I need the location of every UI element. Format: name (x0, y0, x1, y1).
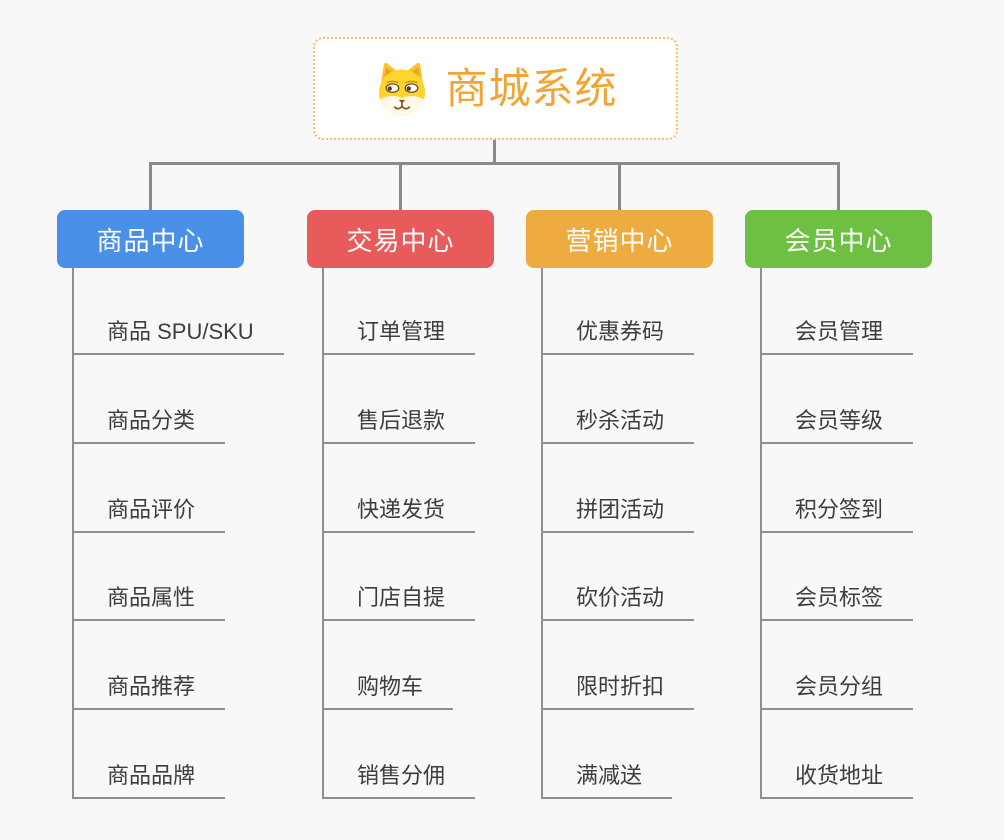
subtopic-node[interactable]: 售后退款 (322, 406, 476, 444)
subtopic-node[interactable]: 会员等级 (760, 406, 914, 444)
subtopic-node[interactable]: 积分签到 (760, 495, 914, 533)
subtopic-node[interactable]: 砍价活动 (541, 583, 695, 622)
root-topic-label: 商城系统 (445, 64, 618, 112)
subtopic-node[interactable]: 会员分组 (760, 672, 914, 711)
branch-trunk-line (541, 268, 543, 799)
subtopic-node[interactable]: 商品评价 (72, 495, 226, 533)
subtopic-node[interactable]: 满减送 (541, 761, 673, 799)
subtopic-node[interactable]: 商品属性 (72, 583, 226, 622)
subtopic-node[interactable]: 优惠券码 (541, 317, 695, 355)
subtopic-node[interactable]: 商品分类 (72, 406, 226, 444)
subtopic-node[interactable]: 商品推荐 (72, 672, 226, 711)
subtopic-node[interactable]: 会员管理 (760, 317, 914, 355)
subtopic-node[interactable]: 限时折扣 (541, 672, 695, 711)
branch-trunk-line (322, 268, 324, 799)
subtopic-node[interactable]: 商品 SPU/SKU (72, 317, 284, 355)
subtopic-node[interactable]: 拼团活动 (541, 495, 695, 533)
branch-topic-trade-center[interactable]: 交易中心 (307, 210, 494, 268)
root-topic[interactable]: 商城系统 (313, 37, 678, 140)
subtopic-node[interactable]: 购物车 (322, 672, 454, 711)
branch-trunk-line (72, 268, 74, 799)
subtopic-node[interactable]: 会员标签 (760, 583, 914, 622)
subtopic-node[interactable]: 销售分佣 (322, 761, 476, 799)
subtopic-node[interactable]: 订单管理 (322, 317, 476, 355)
subtopic-node[interactable]: 秒杀活动 (541, 406, 695, 444)
branch-topic-member-center[interactable]: 会员中心 (745, 210, 932, 268)
subtopic-node[interactable]: 门店自提 (322, 583, 476, 622)
branch-topic-product-center[interactable]: 商品中心 (57, 210, 244, 268)
shiba-dog-icon (379, 62, 426, 116)
subtopic-node[interactable]: 快递发货 (322, 495, 476, 533)
branch-trunk-line (760, 268, 762, 799)
subtopic-node[interactable]: 收货地址 (760, 761, 914, 799)
subtopic-node[interactable]: 商品品牌 (72, 761, 226, 799)
branch-topic-marketing-center[interactable]: 营销中心 (526, 210, 713, 268)
